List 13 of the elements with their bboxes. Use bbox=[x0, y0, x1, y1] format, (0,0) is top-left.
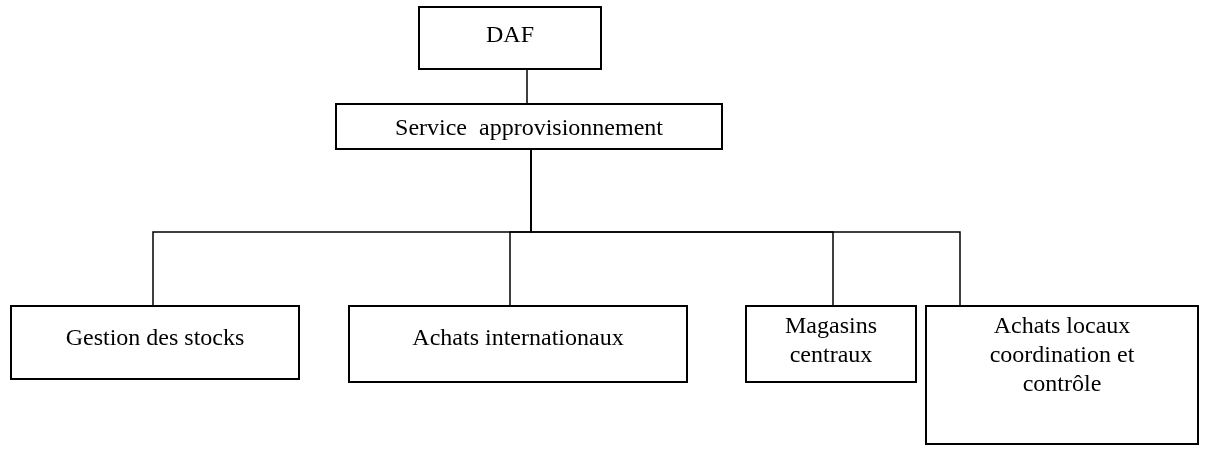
box-label: Achats locaux coordination et contrôle bbox=[988, 311, 1136, 398]
org-box bbox=[925, 305, 1199, 445]
box-label: DAF bbox=[485, 20, 535, 49]
org-box bbox=[418, 6, 602, 70]
box-label: Achats internationaux bbox=[411, 323, 625, 352]
org-box bbox=[10, 305, 300, 380]
connector-line bbox=[526, 69, 528, 104]
org-box bbox=[745, 305, 917, 383]
box-label: Gestion des stocks bbox=[64, 323, 246, 352]
org-box bbox=[335, 103, 723, 150]
org-box bbox=[348, 305, 688, 383]
box-label: Service approvisionnement bbox=[394, 113, 664, 142]
box-label: Magasins centraux bbox=[784, 311, 878, 369]
